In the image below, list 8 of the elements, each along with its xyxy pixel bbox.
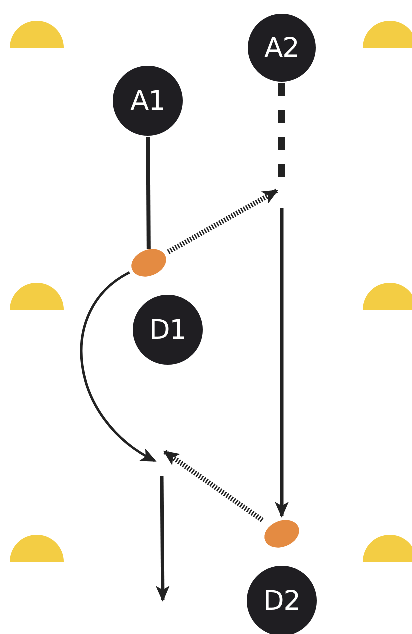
node-label: D1 — [150, 314, 186, 346]
arrow — [275, 208, 289, 518]
arrow — [167, 188, 279, 254]
arrow — [163, 450, 264, 522]
node-label: A1 — [130, 86, 166, 116]
node-label: A2 — [264, 32, 300, 64]
node-label: D2 — [264, 586, 300, 616]
arrow — [80, 272, 157, 462]
